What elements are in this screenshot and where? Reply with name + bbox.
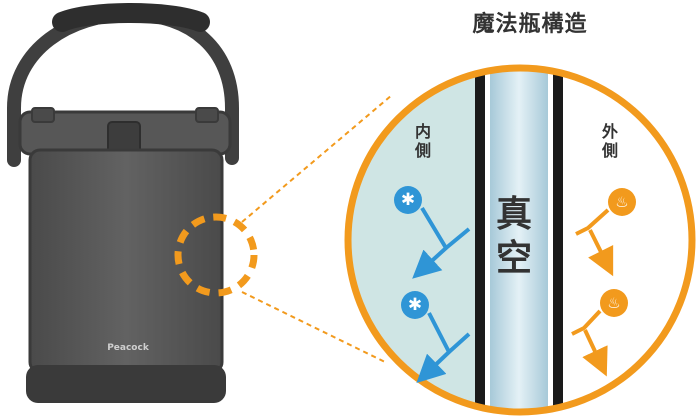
- magnifier-ring: [344, 64, 696, 416]
- outer-side-label: 外側: [601, 122, 618, 160]
- snowflake-icon: ✱: [407, 295, 423, 315]
- jar-body: [28, 148, 224, 374]
- brand-logo: Peacock: [107, 343, 149, 353]
- cold-icon-2: [401, 291, 429, 319]
- diagram-title: 魔法瓶構造: [472, 12, 588, 37]
- handle-grip: [52, 3, 210, 32]
- zoom-highlight-circle: [174, 213, 258, 297]
- zoom-leader-top: [241, 94, 393, 223]
- heat-arrow-1: [575, 208, 610, 236]
- vacuum-label: 真空: [495, 194, 532, 279]
- heat-icon-2: [600, 289, 628, 317]
- inner-wall: [475, 68, 485, 412]
- cold-icon-1: [394, 186, 422, 214]
- heat-wave-icon: ♨: [607, 294, 621, 312]
- inner-side-label: 内側: [414, 122, 431, 160]
- jar-base: [26, 365, 226, 403]
- heat-arrow-2: [571, 309, 602, 336]
- outer-wall: [553, 68, 563, 412]
- heat-icon-1: [608, 188, 636, 216]
- snowflake-icon: ✱: [400, 190, 416, 210]
- thermos-jar: [6, 3, 258, 403]
- vacuum-layer: [490, 68, 548, 412]
- heat-wave-icon: ♨: [615, 193, 629, 211]
